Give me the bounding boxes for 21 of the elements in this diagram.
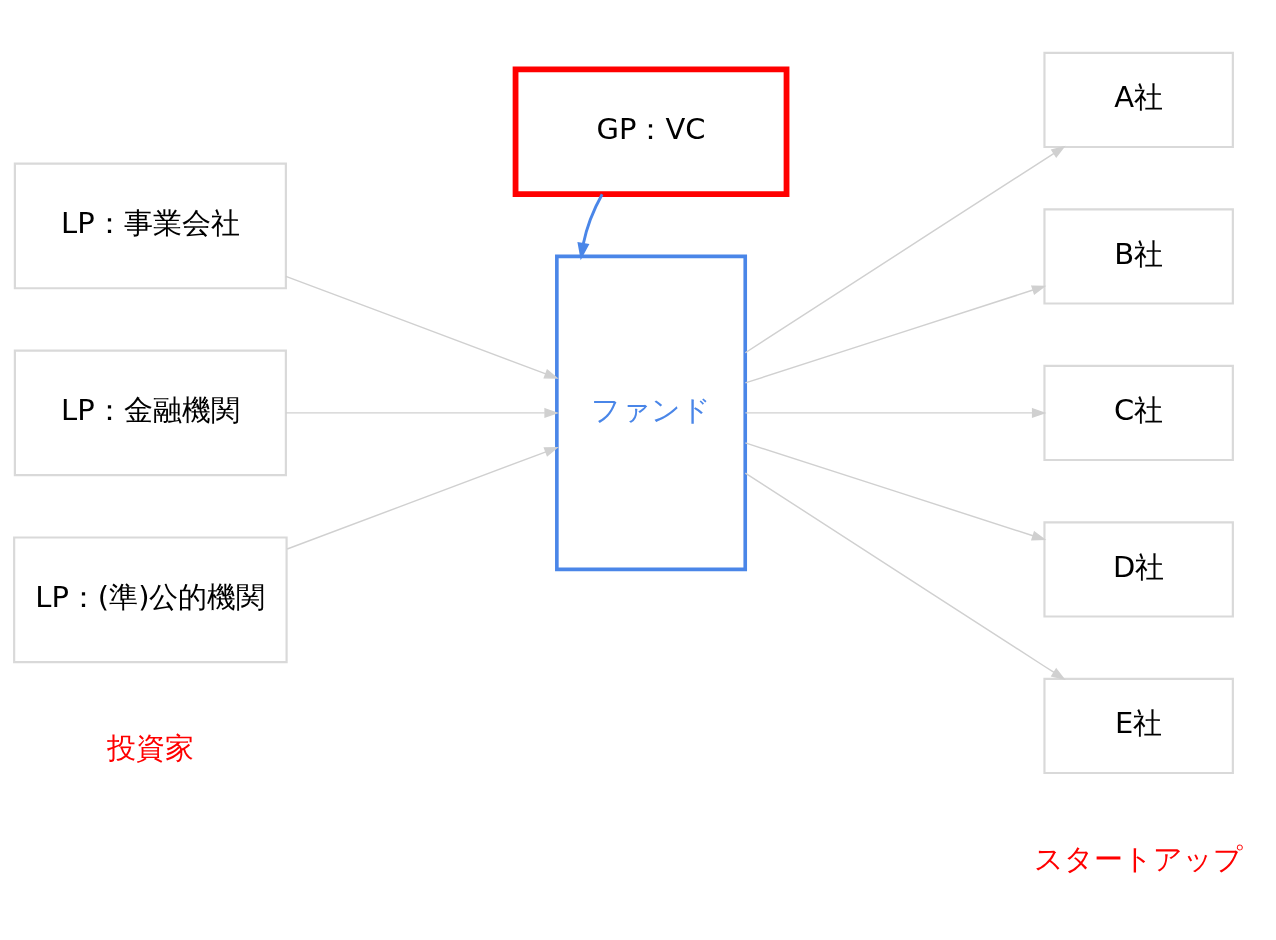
node-box: LP：(準)公的機関 [13,535,288,663]
arrow [286,446,559,550]
node-box: D社 [1043,520,1234,618]
node-box: E社 [1043,677,1234,774]
node-box: LP：金融機関 [13,349,287,476]
node-box: C社 [1043,364,1234,461]
label: 投資家 [106,731,194,764]
node-box: B社 [1043,207,1234,305]
node-box: LP：事業会社 [13,162,287,289]
arrow [744,284,1047,384]
arrow [744,441,1047,540]
label: スタートアップ [1034,842,1244,875]
arrow [744,471,1066,680]
arrow [744,145,1066,353]
arrow [744,407,1047,418]
node-box: ファンド [555,254,748,571]
arrow [577,193,604,260]
node-box: A社 [1043,51,1234,148]
node-box: GP：VC [512,66,790,197]
arrow [285,407,559,418]
arrow [285,275,559,379]
